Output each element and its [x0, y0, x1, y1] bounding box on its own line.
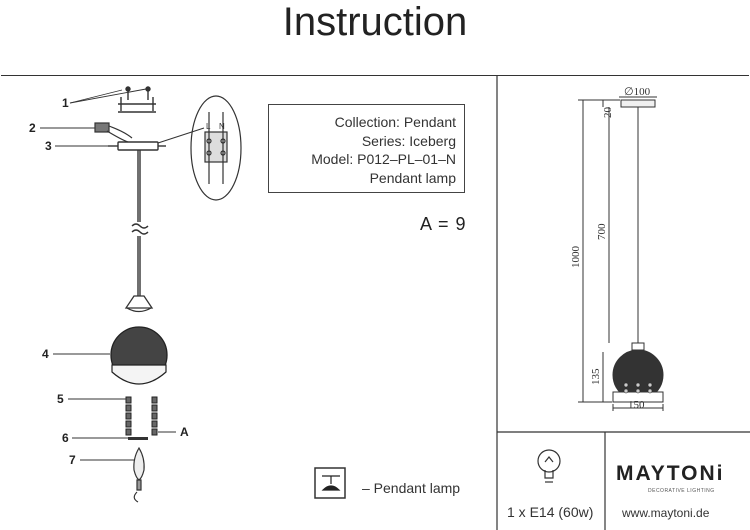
dim-canopy: ∅100 — [624, 86, 651, 98]
collection-text: Collection: Pendant — [334, 114, 456, 130]
brand-logo: MAYTONi — [616, 462, 725, 485]
pendant-lamp-icon — [321, 475, 341, 491]
wire-label-n: N — [219, 122, 225, 131]
terminal-block — [94, 122, 133, 143]
bulb-spec: 1 x E14 (60w) — [507, 504, 594, 520]
series-text: Series: Iceberg — [361, 132, 456, 149]
crystals-dim — [623, 382, 653, 394]
dim-shade-width: 150 — [628, 399, 645, 411]
callout-6: 6 — [62, 431, 69, 445]
brand-tagline: DECORATIVE LIGHTING — [648, 488, 715, 494]
callout-leaders — [40, 88, 147, 461]
a-count: A = 9 — [420, 214, 467, 234]
dim-total: 1000 — [570, 246, 582, 268]
callout-7: 7 — [69, 453, 76, 467]
legend-text: – Pendant lamp — [362, 480, 461, 496]
lamp-holder — [124, 295, 154, 313]
wire-label-l: L — [206, 122, 211, 131]
candle-bulb — [133, 446, 145, 503]
model-text: Model: P012–PL–01–N — [311, 151, 456, 167]
glass-shade — [110, 326, 168, 385]
callout-1: 1 — [62, 96, 69, 110]
callout-2: 2 — [29, 121, 36, 135]
dim-shade-height: 135 — [590, 368, 602, 386]
drawing-frame — [1, 75, 749, 530]
callout-5: 5 — [57, 392, 64, 406]
website[interactable]: www.maytoni.de — [622, 506, 710, 520]
callout-4: 4 — [42, 347, 49, 361]
a-marker: A — [180, 425, 189, 439]
retaining-ring — [128, 437, 148, 440]
page-title: Instruction — [282, 0, 468, 44]
callout-3: 3 — [45, 139, 52, 153]
type-text: Pendant lamp — [369, 169, 456, 186]
product-info-box: Collection: Pendant Series: Iceberg Mode… — [268, 104, 465, 193]
dim-canopy-height: 20 — [602, 107, 614, 118]
dim-cable: 700 — [596, 223, 608, 241]
canopy — [108, 141, 166, 296]
bulb-icon — [537, 449, 561, 483]
wiring-detail — [190, 95, 242, 201]
crystal-strands — [125, 396, 158, 436]
dimension-drawing — [578, 96, 664, 411]
frame-lines — [314, 76, 750, 530]
